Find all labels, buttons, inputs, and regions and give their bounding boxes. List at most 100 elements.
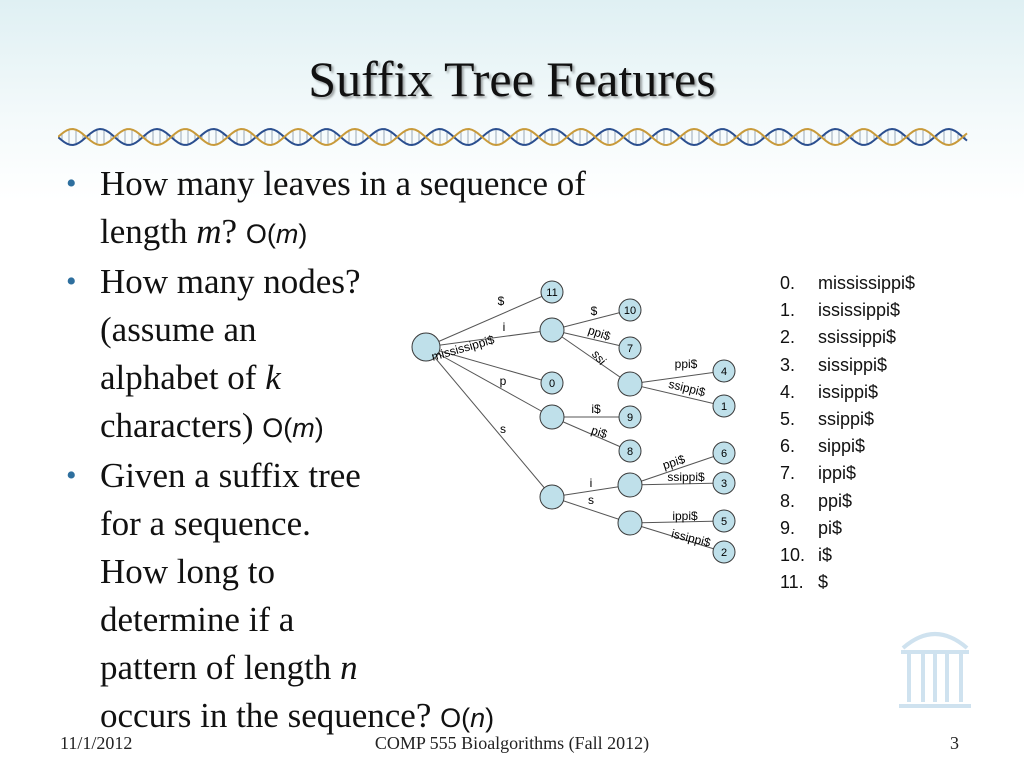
suffix-index: 5.	[780, 409, 796, 430]
suffix-row: 4.issippi$	[780, 379, 915, 406]
suffix-text: ippi$	[818, 463, 857, 484]
tree-leaf-node	[712, 359, 736, 383]
tree-edge	[551, 416, 631, 452]
tree-leaf-node	[712, 509, 736, 533]
tree-edge	[551, 484, 631, 498]
tree-edge	[629, 383, 725, 407]
suffix-text: i$	[818, 545, 833, 566]
tree-leaf-node	[540, 280, 564, 304]
suffix-text: ssippi$	[818, 409, 875, 430]
tree-edge-label: issippi$	[670, 526, 713, 549]
suffix-index: 1.	[780, 300, 796, 321]
tree-internal-node	[411, 332, 441, 362]
tree-edge-label: ippi$	[672, 509, 698, 523]
suffix-row: 8. ppi$	[780, 488, 915, 515]
bullet-text: characters) O(m)	[100, 406, 324, 445]
suffix-row: 6.sippi$	[780, 433, 915, 460]
old-well-logo	[899, 632, 971, 708]
tree-leaf-label: 7	[627, 343, 633, 355]
tree-leaf-label: 4	[721, 366, 727, 378]
tree-edge-label: s	[500, 422, 506, 436]
suffix-index: 7.	[780, 463, 796, 484]
tree-leaf-node	[618, 405, 642, 429]
tree-leaf-node	[618, 439, 642, 463]
tree-edge	[551, 329, 631, 349]
tree-internal-node	[539, 404, 565, 430]
tree-leaf-label: 8	[627, 446, 633, 458]
footer-page-number: 3	[950, 733, 959, 753]
suffix-text: mississippi$	[818, 273, 916, 293]
tree-edge	[425, 329, 553, 348]
tree-edge	[425, 346, 553, 418]
tree-edge-label: p	[500, 374, 507, 388]
tree-internal-node	[539, 484, 565, 510]
tree-edge-label: i$	[591, 402, 601, 416]
bullet-dot: •	[66, 167, 77, 200]
tree-edge	[551, 329, 631, 385]
tree-internal-node	[617, 371, 643, 397]
tree-edge	[425, 291, 553, 348]
tree-leaf-label: 2	[721, 547, 727, 559]
suffix-index: 11.	[780, 572, 804, 593]
tree-edge-label: i	[503, 320, 506, 334]
answer-big-o: O(m)	[262, 413, 324, 443]
slide-title: Suffix Tree Features	[308, 51, 716, 107]
suffix-text: sippi$	[818, 436, 866, 457]
bullet-list: • How many leaves in a sequence of lengt…	[62, 160, 622, 742]
variable-m: m	[196, 212, 222, 251]
answer-big-o: O(m)	[245, 219, 308, 249]
tree-internal-node	[617, 472, 643, 498]
bullet-text: determine if a	[100, 600, 295, 639]
bullet-text: How many leaves in a sequence of length	[100, 164, 586, 251]
suffix-text: sissippi$	[818, 354, 888, 375]
tree-edge-label: i	[590, 476, 593, 490]
suffix-row: 7. ippi$	[780, 460, 915, 487]
bullet-pattern: • Given a suffix tree for a sequence. Ho…	[62, 452, 622, 742]
bullet-text: How long to	[100, 552, 275, 591]
bullet-text: Given a suffix tree	[100, 456, 361, 495]
suffix-text: ississippi$	[818, 300, 901, 321]
tree-edge	[425, 346, 553, 384]
bullet-text: How many nodes?	[100, 262, 361, 301]
variable-n: n	[340, 648, 358, 687]
tree-leaf-label: 10	[624, 305, 636, 317]
tree-internal-node	[617, 510, 643, 536]
bullet-text: pattern of length n	[100, 648, 358, 687]
bullet-dot: •	[66, 459, 77, 492]
tree-edge-label: $	[498, 294, 505, 308]
bullet-dot: •	[66, 265, 77, 298]
suffix-row: 2.ssissippi$	[780, 324, 915, 351]
tree-leaf-label: 5	[721, 516, 727, 528]
suffix-index: 9.	[780, 517, 796, 538]
suffix-text: ssissippi$	[818, 327, 897, 348]
tree-edge-label: ppi$	[586, 323, 612, 343]
suffix-row: 10.i$	[780, 542, 915, 569]
bullet-text: for a sequence.	[100, 504, 311, 543]
tree-edge	[425, 346, 553, 498]
suffix-text: pi$	[818, 517, 843, 538]
tree-leaf-node	[712, 540, 736, 564]
tree-edge	[629, 522, 725, 553]
tree-leaf-node	[712, 471, 736, 495]
tree-edge-label: ssippi$	[667, 470, 705, 484]
bullet-text: (assume an	[100, 310, 257, 349]
suffix-tree-diagram: 11107098416352$imississippi$ps$ppi$ssii$…	[411, 280, 736, 564]
tree-leaf-node	[540, 371, 564, 395]
tree-edge-label: $	[591, 304, 598, 318]
tree-leaf-label: 1	[721, 401, 727, 413]
bullet-text: occurs in the sequence? O(n)	[100, 696, 495, 735]
tree-leaf-node	[712, 441, 736, 465]
suffix-text: issippi$	[818, 381, 879, 402]
tree-leaf-node	[618, 298, 642, 322]
tree-leaf-label: 11	[546, 287, 557, 299]
suffix-index: 8.	[780, 490, 796, 511]
suffix-row: 3. sissippi$	[780, 352, 915, 379]
variable-k: k	[265, 358, 281, 397]
tree-leaf-label: 3	[721, 478, 727, 490]
tree-edge-label: mississippi$	[430, 332, 496, 363]
tree-edge	[629, 482, 725, 486]
suffix-text: ppi$	[818, 490, 853, 511]
suffix-index: 3.	[780, 354, 796, 375]
tree-edge	[551, 309, 631, 331]
suffix-list: 0.mississippi$1.ississippi$2.ssissippi$3…	[780, 270, 915, 596]
